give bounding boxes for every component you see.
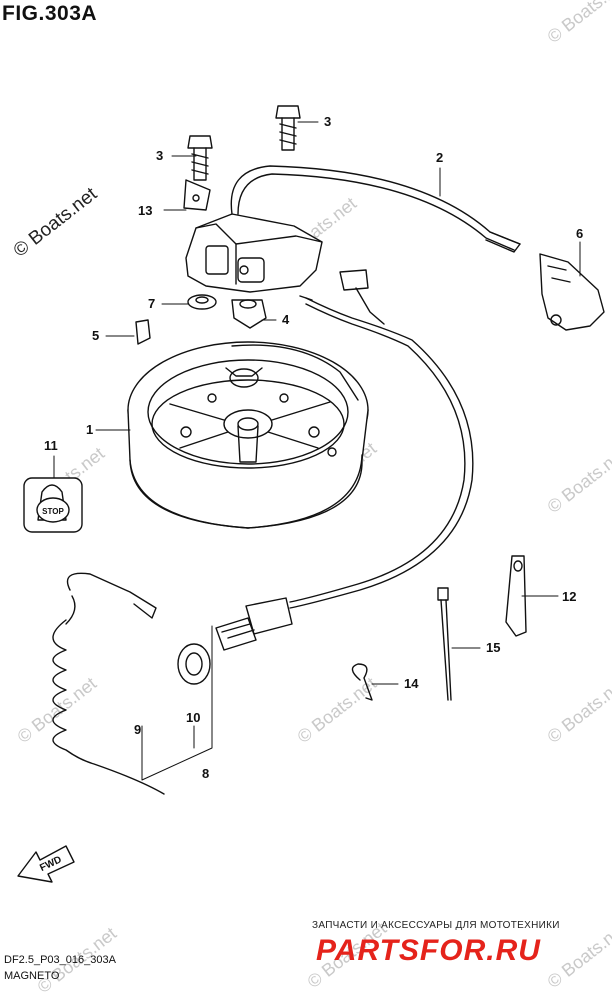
cable-tie-part xyxy=(437,587,452,701)
callout-11: 11 xyxy=(44,438,58,453)
stop-switch-body-part xyxy=(177,597,293,685)
nut-part xyxy=(231,299,267,329)
leader-lines xyxy=(53,121,581,781)
ignition-coil-part xyxy=(183,179,323,293)
stop-switch-plate-part: STOP xyxy=(23,477,83,533)
figure-code: DF2.5_P03_016_303A xyxy=(4,954,116,966)
callout-9: 9 xyxy=(134,722,141,737)
callout-13: 13 xyxy=(138,203,152,218)
key-part xyxy=(135,319,151,345)
ad-logo: PARTSFOR.RU xyxy=(316,934,541,967)
high-tension-cord-part xyxy=(230,165,605,331)
clip-part xyxy=(351,663,373,701)
figure-name: MAGNETO xyxy=(4,970,60,982)
callout-3: 3 xyxy=(156,148,163,163)
callout-4: 4 xyxy=(282,312,290,327)
callout-1: 1 xyxy=(86,422,93,437)
fwd-arrow-icon: FWD xyxy=(17,845,75,883)
callout-8: 8 xyxy=(202,766,209,781)
flywheel-part xyxy=(127,341,369,529)
callouts: 1 2 3 3 4 5 6 7 8 9 10 11 12 13 14 15 xyxy=(44,114,583,781)
callout-5: 5 xyxy=(92,328,99,343)
washer-part xyxy=(187,294,217,310)
bolt-part xyxy=(275,105,301,151)
cord-clamp-part xyxy=(505,555,527,637)
bolt-part xyxy=(187,135,213,181)
callout-12: 12 xyxy=(562,589,576,604)
stop-switch-label: STOP xyxy=(42,507,64,516)
callout-2: 2 xyxy=(436,150,443,165)
callout-7: 7 xyxy=(148,296,155,311)
ad-tagline: ЗАПЧАСТИ И АКСЕССУАРЫ ДЛЯ МОТОТЕХНИКИ xyxy=(312,920,560,931)
callout-14: 14 xyxy=(404,676,419,691)
callout-6: 6 xyxy=(576,226,583,241)
figure-title: FIG.303A xyxy=(2,2,98,25)
callout-15: 15 xyxy=(486,640,500,655)
callout-10: 10 xyxy=(186,710,200,725)
lanyard-part xyxy=(52,572,165,795)
stop-wire-part xyxy=(289,269,474,609)
callout-3-top: 3 xyxy=(324,114,331,129)
